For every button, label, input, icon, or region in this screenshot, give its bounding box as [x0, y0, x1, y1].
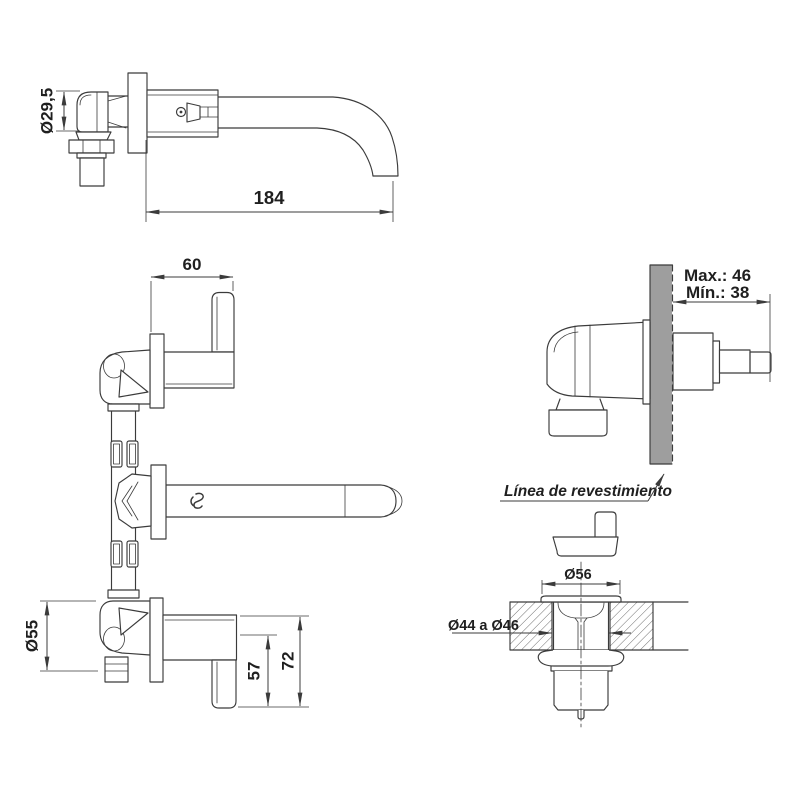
built-in-valve-body	[546, 319, 651, 437]
mid-escutcheon	[150, 464, 167, 540]
top-escutcheon	[149, 333, 165, 409]
connecting-pipe	[107, 403, 140, 599]
inlet-connector	[68, 131, 115, 187]
bottom-valve-body	[162, 614, 238, 661]
handle-total-label: 72	[278, 652, 297, 671]
top-handle	[211, 291, 235, 353]
spout-escutcheon	[127, 72, 148, 154]
pipe-slots-lower	[110, 540, 139, 568]
dimension-spout-length: 184	[145, 140, 394, 222]
dimension-handle-total: 72	[238, 615, 309, 708]
spout-body	[146, 89, 219, 138]
front-view: 60	[22, 255, 403, 709]
max-depth-label: Max.: 46	[684, 266, 751, 285]
drain-detail-view: Ø56 Ø44 a Ø46	[448, 511, 689, 729]
spout-diameter-label: Ø29,5	[37, 88, 56, 134]
dimension-hole-diameter: Ø44 a Ø46	[448, 618, 631, 636]
dimension-spout-diameter: Ø29,5	[37, 88, 80, 134]
valve-stem	[718, 349, 751, 374]
bottom-valve	[99, 597, 238, 709]
dimension-handle-axis: 57	[240, 634, 277, 707]
spout-side-view: Ø29,5 184	[37, 72, 399, 222]
wall	[649, 264, 674, 465]
spline-tip	[749, 351, 772, 374]
finish-line-label: Línea de revestimiento	[504, 483, 672, 500]
set-screw-icon	[175, 106, 187, 118]
drain-plug	[552, 511, 619, 557]
top-valve-body	[163, 351, 235, 389]
spout-tube	[217, 96, 399, 177]
wall-section-view: Max.: 46 Mín.: 38 Línea de revestimiento	[500, 264, 772, 502]
basin-hatch-right	[610, 602, 653, 650]
hole-diameter-label: Ø44 a Ø46	[448, 618, 519, 634]
spout-length-label: 184	[254, 187, 286, 208]
basin-section	[509, 601, 689, 651]
spout-tee	[114, 473, 152, 529]
finish-line-callout: Línea de revestimiento	[500, 473, 672, 502]
top-valve	[99, 291, 235, 409]
valve-thread	[672, 332, 772, 391]
handle-axis-label: 57	[244, 662, 263, 681]
front-spout	[114, 464, 403, 540]
bottom-escutcheon	[149, 597, 164, 683]
dimension-wall-depth: Max.: 46 Mín.: 38	[672, 266, 771, 382]
bottom-handle	[211, 659, 237, 709]
front-spout-tube	[165, 484, 397, 518]
dimension-escutcheon-diameter: Ø55	[22, 600, 98, 672]
dimension-handle-width: 60	[150, 255, 234, 332]
brand-logo-icon	[190, 492, 204, 509]
min-depth-label: Mín.: 38	[686, 283, 749, 302]
handle-width-label: 60	[183, 255, 202, 274]
pipe-slots-upper	[110, 440, 139, 468]
basin-hatch-left	[510, 602, 552, 650]
flange-diameter-label: Ø56	[564, 567, 591, 583]
dimension-flange-diameter: Ø56	[541, 567, 621, 594]
drain-body	[537, 561, 625, 729]
inlet-elbow	[76, 91, 129, 133]
escutcheon-diameter-label: Ø55	[22, 620, 41, 652]
